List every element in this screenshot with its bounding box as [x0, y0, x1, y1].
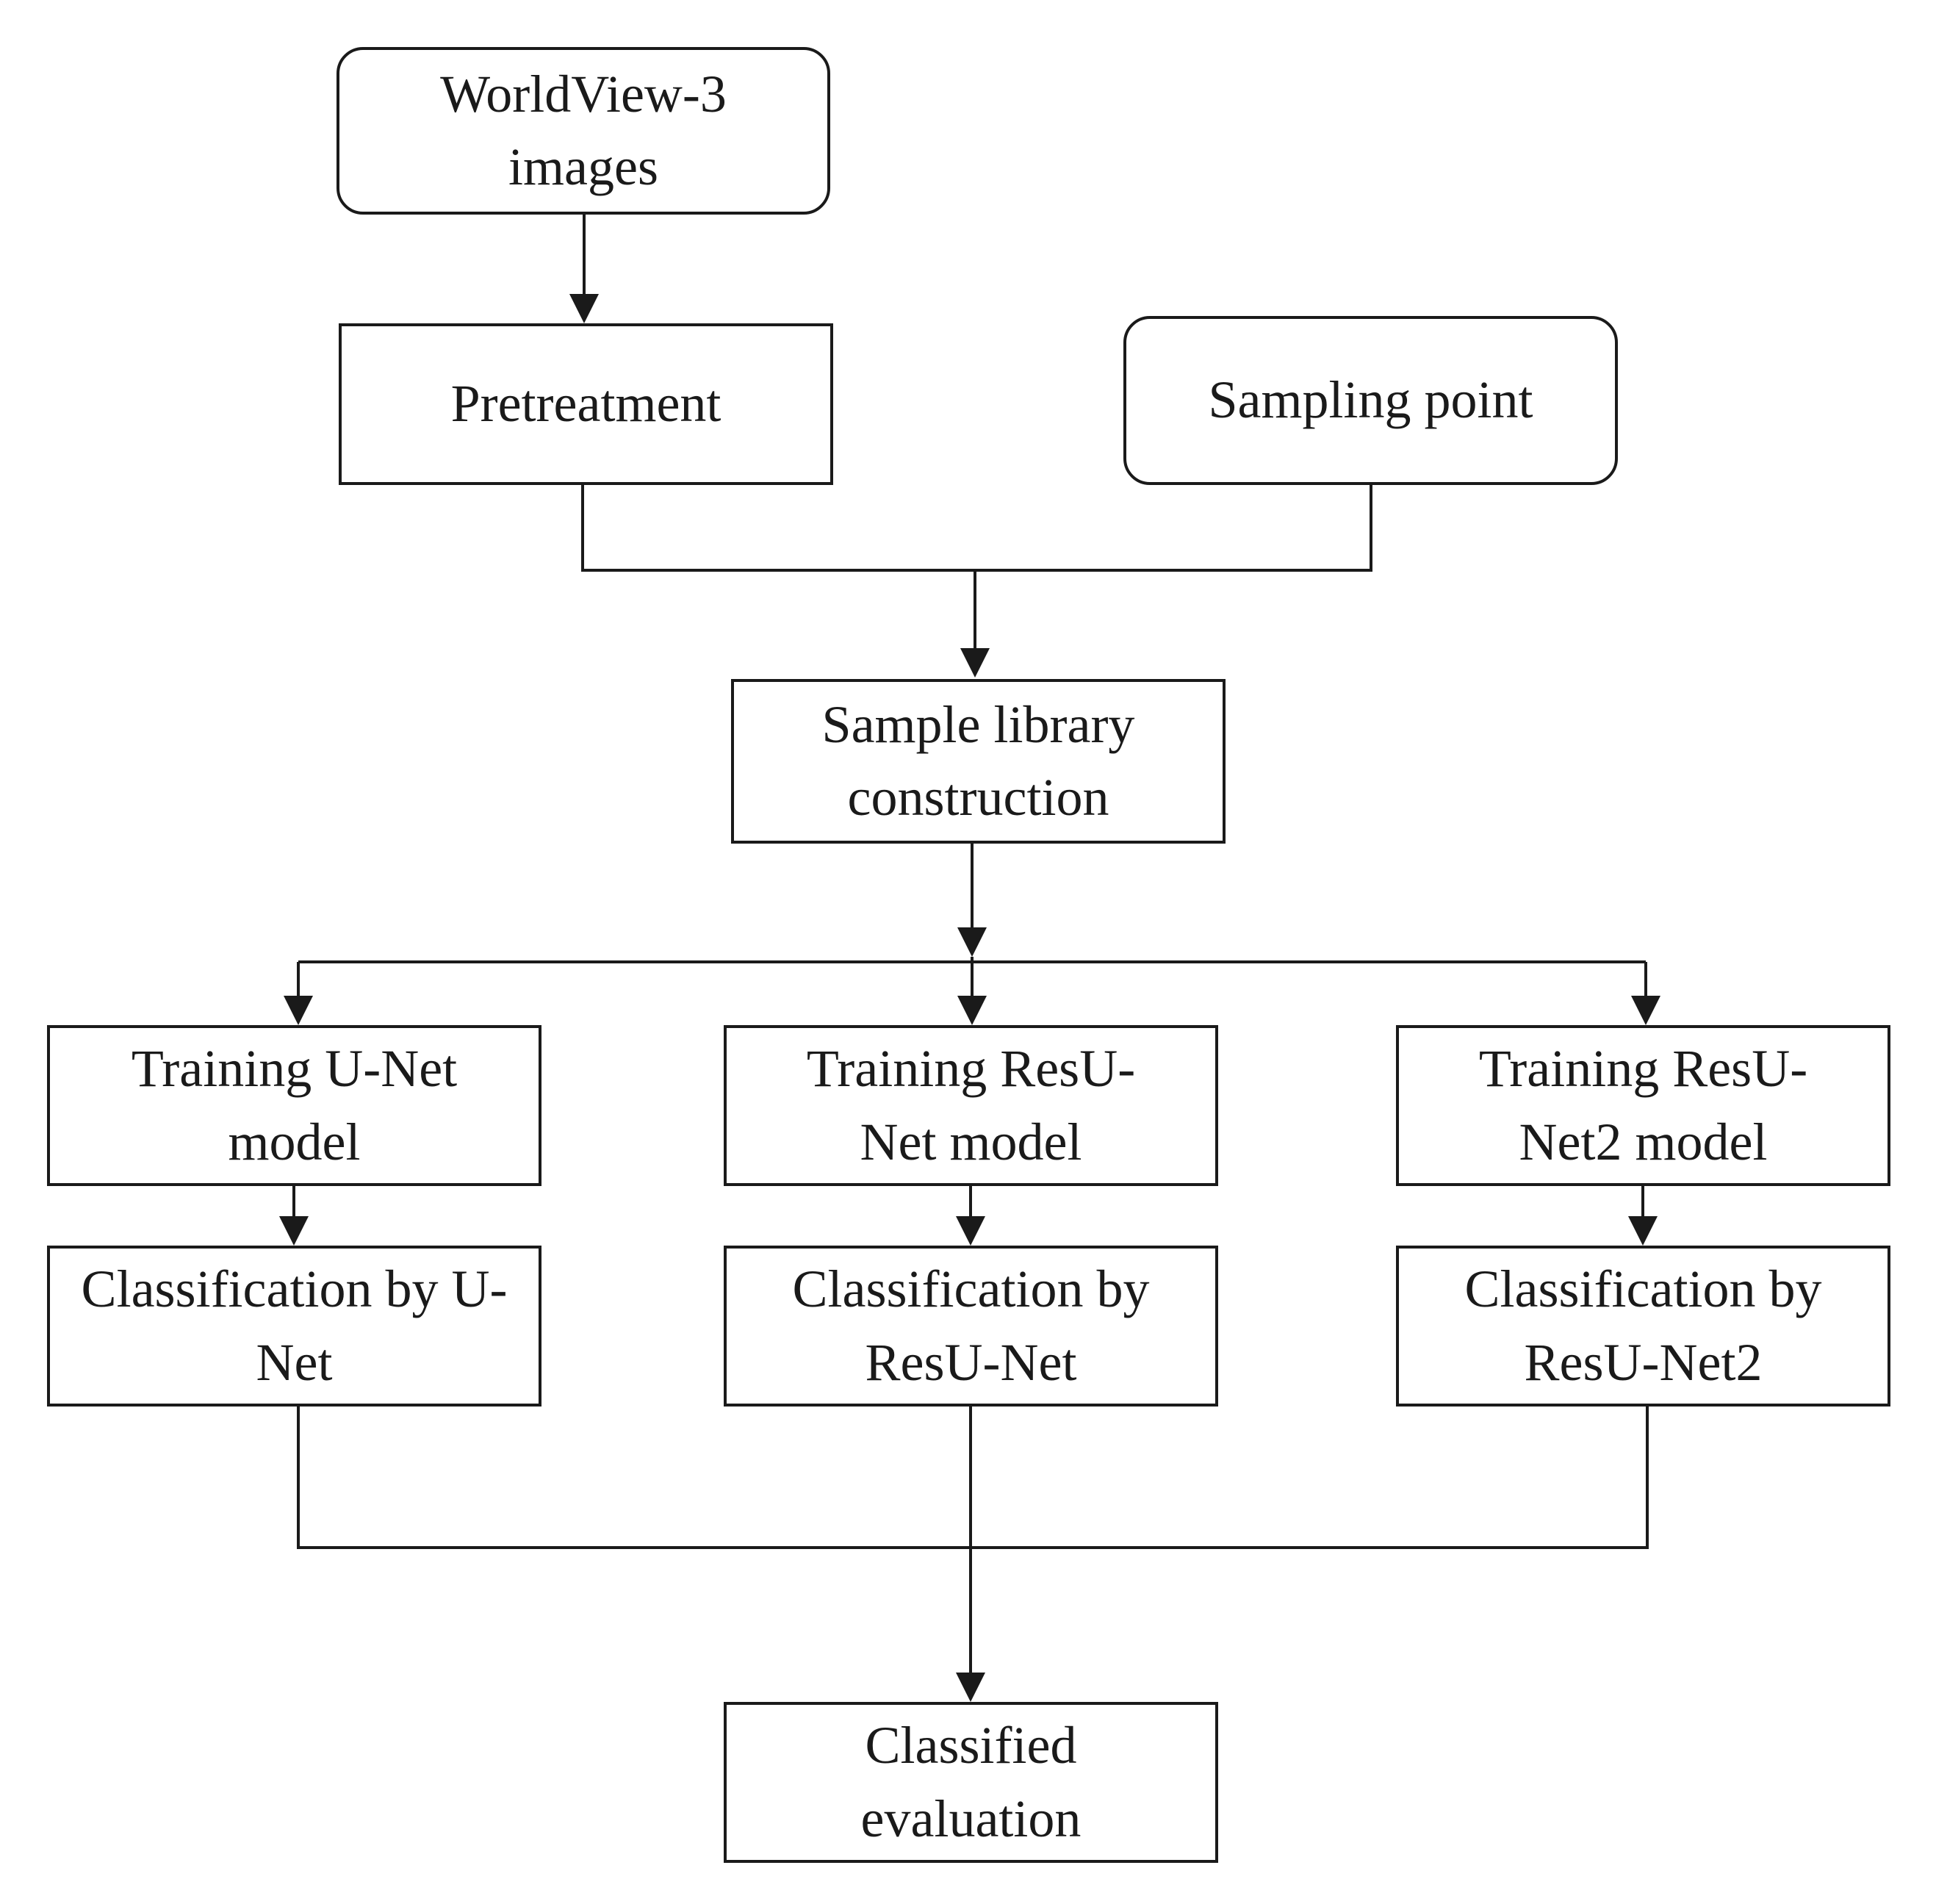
- node-classify-resunet-label: Classification by ResU-Net: [792, 1260, 1150, 1392]
- node-classify-resunet: Classification by ResU-Net: [724, 1246, 1218, 1407]
- arrowhead-train-unet: [284, 996, 313, 1025]
- arrowhead-classify-unet: [279, 1216, 309, 1246]
- node-input-images: WorldView-3 images: [337, 47, 830, 215]
- node-classify-unet: Classification by U-Net: [47, 1246, 541, 1407]
- node-train-resunet-label: Training ResU-Net model: [806, 1039, 1136, 1171]
- node-train-resunet2-label: Training ResU-Net2 model: [1478, 1039, 1808, 1171]
- node-train-resunet: Training ResU-Net model: [724, 1025, 1218, 1186]
- node-sampling-point-label: Sampling point: [1208, 370, 1533, 430]
- node-sample-library: Sample library construction: [731, 679, 1226, 844]
- edge-pretreatment-merge: [581, 485, 975, 572]
- node-train-resunet2: Training ResU-Net2 model: [1396, 1025, 1890, 1186]
- edge-classify-resunet2-merge: [971, 1407, 1649, 1549]
- node-sampling-point: Sampling point: [1123, 316, 1618, 485]
- arrowhead-train-resunet2: [1631, 996, 1660, 1025]
- arrowhead-pretreatment: [569, 294, 599, 323]
- node-classify-unet-label: Classification by U-Net: [81, 1260, 508, 1392]
- node-classify-resunet2-label: Classification by ResU-Net2: [1464, 1260, 1822, 1392]
- arrowhead-classify-resunet2: [1628, 1216, 1658, 1246]
- node-evaluation-label: Classified evaluation: [860, 1716, 1082, 1848]
- arrowhead-sample-library: [960, 648, 990, 678]
- node-pretreatment-label: Pretreatment: [450, 374, 721, 434]
- arrowhead-classify-resunet: [956, 1216, 985, 1246]
- node-input-images-label: WorldView-3 images: [440, 64, 727, 196]
- node-evaluation: Classified evaluation: [724, 1702, 1218, 1863]
- node-classify-resunet2: Classification by ResU-Net2: [1396, 1246, 1890, 1407]
- node-train-unet-label: Training U-Net model: [131, 1039, 458, 1171]
- arrowhead-train-resunet: [957, 996, 987, 1025]
- node-sample-library-label: Sample library construction: [821, 694, 1135, 827]
- arrowhead-evaluation: [956, 1673, 985, 1702]
- edge-classify-unet-merge: [297, 1407, 971, 1549]
- node-pretreatment: Pretreatment: [339, 323, 833, 485]
- node-train-unet: Training U-Net model: [47, 1025, 541, 1186]
- edge-sampling-merge: [975, 485, 1372, 572]
- arrowhead-branch-junction: [957, 927, 987, 957]
